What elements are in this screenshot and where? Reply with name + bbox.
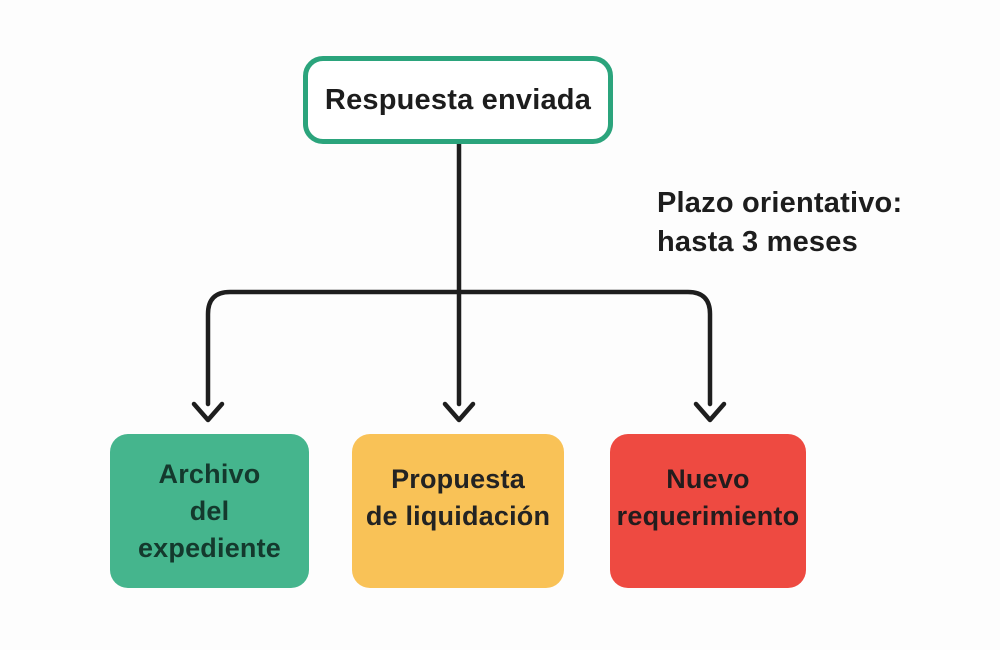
arrow-down-icon	[442, 401, 476, 423]
node-archivo-expediente-label: Archivo del expediente	[137, 458, 282, 563]
annotation-plazo-orientativo: Plazo orientativo: hasta 3 meses	[657, 187, 903, 258]
node-respuesta-enviada: Respuesta enviada	[303, 56, 613, 144]
node-archivo-expediente: Archivo del expediente	[110, 434, 309, 588]
node-respuesta-enviada-label: Respuesta enviada	[324, 83, 592, 116]
node-propuesta-liquidacion: Propuesta de liquidación	[352, 434, 564, 588]
node-nuevo-requerimiento: Nuevo requerimiento	[610, 434, 806, 588]
arrow-down-icon	[191, 401, 225, 423]
arrow-down-icon	[693, 401, 727, 423]
connector-left-line	[205, 289, 462, 407]
node-propuesta-liquidacion-label: Propuesta de liquidación	[365, 464, 551, 531]
node-nuevo-requerimiento-label: Nuevo requerimiento	[616, 464, 800, 531]
connector-right-line	[456, 289, 713, 407]
